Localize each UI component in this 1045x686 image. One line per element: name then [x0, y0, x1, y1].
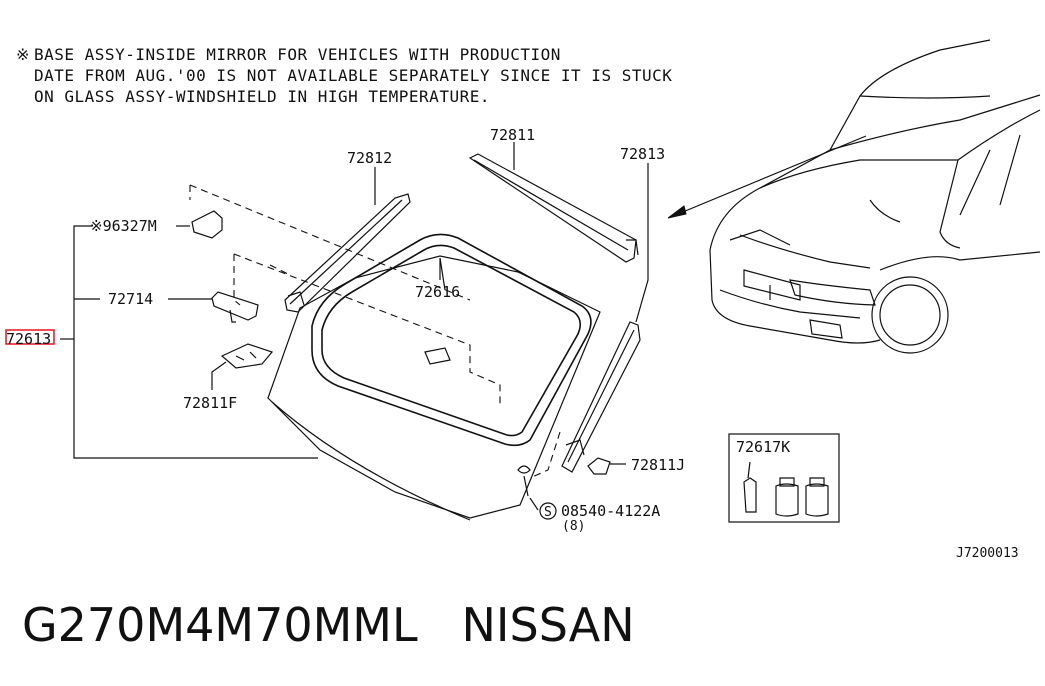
screw-shape: [517, 465, 531, 497]
callout-72811f: 72811F: [183, 394, 237, 412]
note-block: ※ BASE ASSY-INSIDE MIRROR FOR VEHICLES W…: [16, 45, 672, 106]
callout-72613: 72613: [6, 330, 51, 348]
screw-symbol-circle: [539, 502, 557, 520]
left-side-molding: [284, 193, 411, 313]
callout-72812: 72812: [347, 149, 392, 167]
callout-08540-4122a: 08540-4122A: [561, 502, 660, 520]
callout-72617k: 72617K: [736, 438, 790, 456]
callout-72714: 72714: [108, 290, 153, 308]
part-72714-shape: [211, 291, 259, 323]
callout-72813: 72813: [620, 145, 665, 163]
callout-72613-highlight: [5, 329, 55, 345]
leader-lines: [60, 142, 649, 511]
location-arrow: [667, 135, 867, 219]
note-line-1: BASE ASSY-INSIDE MIRROR FOR VEHICLES WIT…: [34, 45, 561, 64]
note-line-2: DATE FROM AUG.'00 IS NOT AVAILABLE SEPAR…: [34, 66, 672, 85]
callout-72811j: 72811J: [631, 456, 685, 474]
footer-caption: G270M4M70MML NISSAN: [22, 598, 635, 652]
windshield-glass: [267, 255, 601, 521]
dashed-guide-6: [529, 431, 561, 479]
callout-96327m: ※96327M: [90, 217, 157, 235]
dashed-guide-4: [189, 184, 471, 301]
dashed-guide-2: [233, 253, 501, 405]
part-96327m-shape: [191, 210, 223, 239]
dashed-guide-5: [269, 264, 291, 276]
note-symbol: ※: [16, 45, 30, 64]
windshield-molding: [311, 233, 592, 447]
screw-symbol: S: [544, 505, 552, 520]
mirror-base-pad: [424, 347, 451, 365]
callout-72811: 72811: [490, 126, 535, 144]
footer-brand: NISSAN: [461, 598, 635, 652]
callout-72616: 72616: [415, 283, 460, 301]
drawing-code: J7200013: [956, 546, 1019, 561]
footer-code: G270M4M70MML: [22, 598, 418, 652]
note-line-3: ON GLASS ASSY-WINDSHIELD IN HIGH TEMPERA…: [34, 87, 490, 106]
vehicle-outline: [709, 39, 1041, 354]
dashed-guide-1: [233, 254, 241, 306]
part-72811j-shape: [587, 457, 611, 475]
right-side-molding: [561, 321, 641, 473]
kit-72617k-box: [728, 433, 840, 523]
callout-08540-qty: (8): [562, 519, 585, 534]
part-72811f-shape: [220, 343, 274, 369]
roof-molding: [468, 153, 639, 263]
